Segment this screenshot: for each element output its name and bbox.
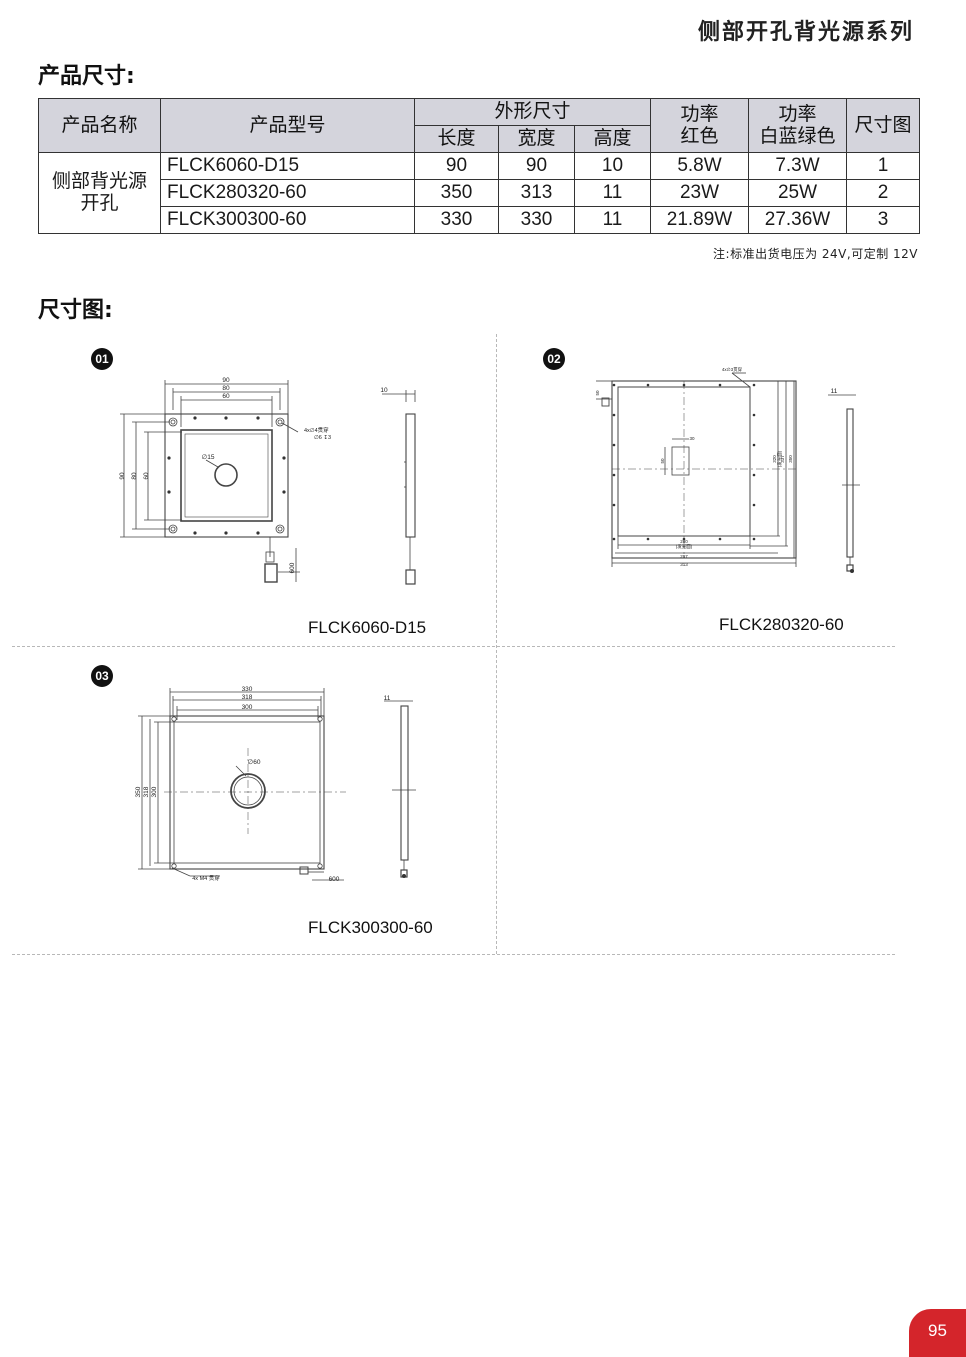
dim-label: 60 xyxy=(143,472,150,480)
header-power-wb-line1: 功率 xyxy=(778,103,817,125)
length-cell: 350 xyxy=(414,179,499,207)
power-red-cell: 23W xyxy=(650,179,749,207)
header-product-model: 产品型号 xyxy=(160,98,415,153)
dim-label: 4x∅3贯穿 xyxy=(722,366,743,373)
spec-table: 产品名称 产品型号 外形尺寸 功率红色 功率白蓝绿色 尺寸图 长度 宽度 高度 … xyxy=(38,98,920,234)
series-title: 侧部开孔背光源系列 xyxy=(697,20,914,45)
header-outline-size: 外形尺寸 xyxy=(414,98,651,126)
dim-label: 297 xyxy=(680,554,688,559)
drawing-badge-03: 03 xyxy=(91,665,113,687)
dim-label: 330 xyxy=(242,686,253,693)
drawing-03-figure: 330 318 300 350 318 300 ∅60 4x M4 贯穿 600… xyxy=(135,686,416,883)
dim-label: 318 xyxy=(242,694,253,701)
drawing-caption-02: FLCK280320-60 xyxy=(719,615,844,634)
length-cell: 90 xyxy=(414,152,499,180)
voltage-note: 注:标准出货电压为 24V,可定制 12V xyxy=(713,247,918,261)
header-length: 长度 xyxy=(414,125,499,153)
dim-label: (发光面) xyxy=(676,543,693,550)
table-row: FLCK300300-60 330 330 11 21.89W 27.36W 3 xyxy=(39,206,920,234)
dim-label: 30 xyxy=(689,436,695,441)
grid-divider-horizontal xyxy=(12,646,895,647)
drawing-caption-01: FLCK6060-D15 xyxy=(308,618,427,637)
dim-label: 600 xyxy=(329,876,340,883)
dim-label: 600 xyxy=(289,562,296,573)
table-subheader-row: 长度 宽度 高度 xyxy=(39,125,920,153)
model-cell: FLCK280320-60 xyxy=(160,179,415,207)
drawing-02-figure: 280 (发光面) 297 313 320 (发光面) 337 350 4x∅3… xyxy=(595,366,860,573)
drawing-01-figure: 90 80 60 90 80 60 ∅15 600 10 4x∅4贯穿 ∅6 ↧… xyxy=(119,377,416,585)
dim-label: 80 xyxy=(131,472,138,480)
header-drawing: 尺寸图 xyxy=(846,98,920,153)
category-line1: 侧部背光源 xyxy=(51,171,147,192)
dim-label: ∅60 xyxy=(248,759,261,766)
grid-divider-horizontal xyxy=(12,954,895,955)
dim-label: 4x M4 贯穿 xyxy=(192,874,220,882)
model-cell: FLCK6060-D15 xyxy=(160,152,415,180)
power-wb-cell: 25W xyxy=(748,179,847,207)
dim-label: 4x∅4贯穿 xyxy=(304,426,329,434)
width-cell: 330 xyxy=(498,206,575,234)
drawing-cell: 2 xyxy=(846,179,920,207)
drawing-badge-02: 02 xyxy=(543,348,565,370)
dim-label: 11 xyxy=(384,695,391,702)
table-row: 侧部背光源开孔 FLCK6060-D15 90 90 10 5.8W 7.3W … xyxy=(38,152,920,234)
header-product-name: 产品名称 xyxy=(38,98,161,153)
header-power-wb: 功率白蓝绿色 xyxy=(748,98,847,153)
page-number-tab: 95 xyxy=(909,1309,966,1357)
dim-label: 50 xyxy=(660,458,665,464)
page-number: 95 xyxy=(928,1321,947,1340)
height-cell: 10 xyxy=(574,152,651,180)
dim-label: 318 xyxy=(143,786,150,797)
length-cell: 330 xyxy=(414,206,499,234)
spec-section-title: 产品尺寸: xyxy=(38,64,135,89)
category-cell: 侧部背光源开孔 xyxy=(38,152,161,234)
drawing-badge-01: 01 xyxy=(91,348,113,370)
dim-label: (发光面) xyxy=(776,450,783,467)
dim-label: 350 xyxy=(788,455,793,463)
dim-label: ∅15 xyxy=(202,454,215,461)
dim-label: 50 xyxy=(595,390,600,396)
dim-label: 280 xyxy=(680,539,688,544)
dim-label: 10 xyxy=(380,387,388,394)
drawing-cell: 3 xyxy=(846,206,920,234)
dim-label: 320 xyxy=(772,455,777,463)
dim-label: 300 xyxy=(151,786,158,797)
dim-label: 337 xyxy=(780,455,785,463)
dim-label: 11 xyxy=(831,388,838,395)
header-width: 宽度 xyxy=(498,125,575,153)
drawing-caption-03: FLCK300300-60 xyxy=(308,918,433,937)
height-cell: 11 xyxy=(574,206,651,234)
header-height: 高度 xyxy=(574,125,651,153)
dim-label: 350 xyxy=(135,786,142,797)
header-power-red: 功率红色 xyxy=(650,98,749,153)
width-cell: 90 xyxy=(498,152,575,180)
power-red-cell: 21.89W xyxy=(650,206,749,234)
width-cell: 313 xyxy=(498,179,575,207)
drawing-cell: 1 xyxy=(846,152,920,180)
drawing-section-title: 尺寸图: xyxy=(38,298,113,323)
dim-label: 90 xyxy=(222,377,230,384)
dim-label: 60 xyxy=(222,393,230,400)
category-line2: 开孔 xyxy=(80,193,119,214)
dim-label: ∅6 ↧3 xyxy=(314,434,331,441)
header-power-red-line2: 红色 xyxy=(680,125,719,147)
dim-label: 80 xyxy=(222,385,230,392)
header-power-red-line1: 功率 xyxy=(680,103,719,125)
power-red-cell: 5.8W xyxy=(650,152,749,180)
table-header-row: 产品名称 产品型号 外形尺寸 功率红色 功率白蓝绿色 尺寸图 xyxy=(38,98,920,153)
header-power-wb-line2: 白蓝绿色 xyxy=(759,125,836,147)
power-wb-cell: 27.36W xyxy=(748,206,847,234)
dim-label: 300 xyxy=(242,704,253,711)
table-row: FLCK280320-60 350 313 11 23W 25W 2 xyxy=(39,179,920,207)
dim-label: 90 xyxy=(119,472,126,480)
dim-label: 313 xyxy=(680,562,688,567)
grid-divider-vertical xyxy=(496,334,497,954)
height-cell: 11 xyxy=(574,179,651,207)
power-wb-cell: 7.3W xyxy=(748,152,847,180)
model-cell: FLCK300300-60 xyxy=(160,206,415,234)
